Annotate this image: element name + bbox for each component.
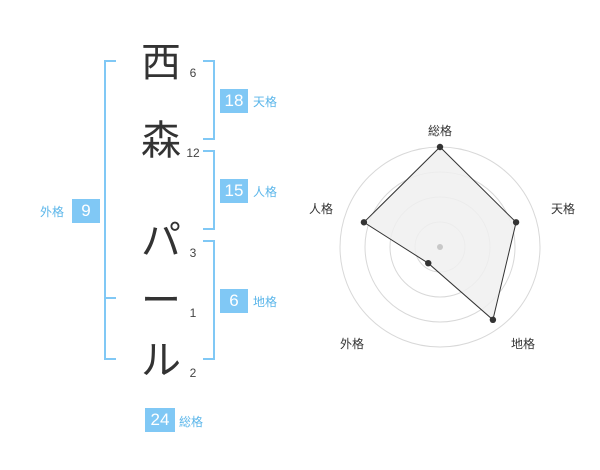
jinkaku-label: 人格 <box>253 185 278 199</box>
name-char-1: 西 <box>141 40 181 86</box>
gaikaku-value-badge: 9 <box>72 199 100 223</box>
gaikaku-label: 外格 <box>40 205 65 219</box>
chikaku-label: 地格 <box>253 295 278 309</box>
radar-point-gaikaku <box>425 259 432 267</box>
radar-point-jinkaku <box>360 219 368 226</box>
tenkaku-value-badge: 18 <box>220 89 248 113</box>
stroke-count-5: 2 <box>189 366 197 380</box>
tenkaku-label: 天格 <box>253 95 278 109</box>
radar-label-tenkaku: 天格 <box>551 202 576 216</box>
name-char-4: ー <box>141 278 181 324</box>
soukaku-label: 総格 <box>179 415 204 429</box>
jinkaku-value-badge: 15 <box>220 179 248 203</box>
radar-label-jinkaku: 人格 <box>309 202 334 216</box>
radar-label-soukaku: 総格 <box>428 124 453 138</box>
stroke-count-4: 1 <box>189 306 197 320</box>
name-char-2: 森 <box>141 118 181 164</box>
jinkaku-bracket <box>203 150 215 230</box>
radar-area <box>363 146 517 321</box>
radar-label-chikaku: 地格 <box>511 337 536 351</box>
stroke-count-1: 6 <box>189 66 197 80</box>
radar-label-gaikaku: 外格 <box>340 337 365 351</box>
radar-point-tenkaku <box>512 219 520 226</box>
name-char-3: パ <box>141 218 181 264</box>
gaikaku-divider <box>104 297 116 299</box>
stroke-count-2: 12 <box>186 146 200 160</box>
chikaku-bracket <box>203 240 215 360</box>
name-char-5: ル <box>141 338 181 384</box>
gaikaku-bracket <box>104 60 116 360</box>
radar-center-dot <box>437 244 443 250</box>
chikaku-value-badge: 6 <box>220 289 248 313</box>
stroke-count-3: 3 <box>189 246 197 260</box>
tenkaku-bracket <box>203 60 215 140</box>
soukaku-value-badge: 24 <box>145 408 175 432</box>
radar-point-soukaku <box>436 143 444 151</box>
radar-point-chikaku <box>489 316 497 324</box>
radar-dots <box>360 143 520 324</box>
